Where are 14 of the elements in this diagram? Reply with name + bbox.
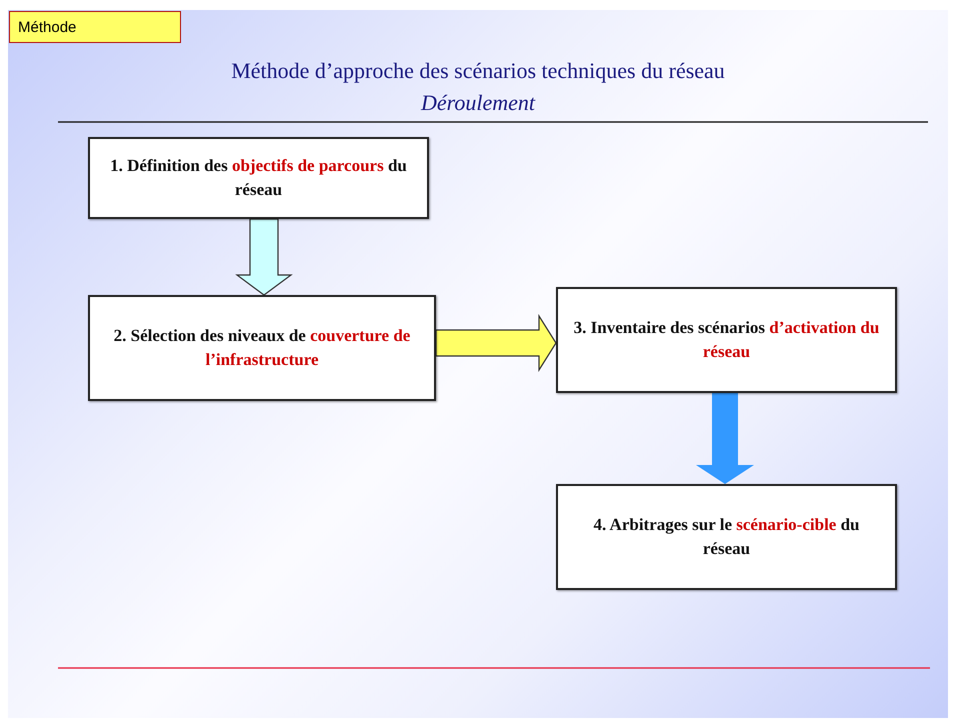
step-text: 4. Arbitrages sur le scénario-cible du réseau (592, 514, 861, 560)
block-arrow (696, 393, 754, 484)
block-arrow (435, 314, 557, 372)
section-tag: Méthode (9, 11, 181, 43)
slide-subtitle: Déroulement (420, 90, 536, 115)
step-text: 1. Définition des objectifs de parcours du réseau (109, 155, 408, 201)
step-text: 2. Sélection des niveaux de couverture de l’infrastructure (112, 325, 412, 371)
process-box (88, 295, 436, 401)
process-box (556, 484, 897, 590)
block-arrow (235, 218, 293, 296)
step-text: 3. Inventaire des scénarios d’activation du réseau (572, 317, 880, 363)
process-box (556, 287, 897, 393)
process-box (88, 137, 429, 219)
slide-title: Méthode d’approche des scénarios techniques du réseau (231, 58, 725, 83)
